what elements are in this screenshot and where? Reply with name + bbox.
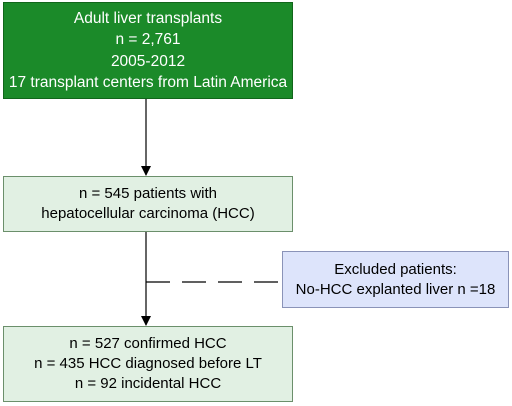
final-cohort-box: n = 527 confirmed HCC n = 435 HCC diagno…: [3, 326, 293, 402]
enrollment-period: 2005-2012: [110, 52, 186, 70]
final-incidental: n = 92 incidental HCC: [74, 374, 222, 392]
hcc-patients-box: n = 545 patients with hepatocellular car…: [3, 176, 293, 232]
enrollment-title: Adult liver transplants: [73, 9, 223, 27]
final-confirmed: n = 527 confirmed HCC: [69, 335, 227, 353]
hcc-patients-line-1: n = 545 patients with: [78, 185, 217, 203]
hcc-patients-line-2: hepatocellular carcinoma (HCC): [41, 205, 255, 222]
final-diagnosed-before-lt: n = 435 HCC diagnosed before LT: [34, 355, 262, 373]
excluded-title: Excluded patients:: [334, 260, 457, 278]
excluded-patients-box: Excluded patients: No-HCC explanted live…: [282, 251, 509, 308]
enrollment-count: n = 2,761: [115, 31, 181, 49]
enrollment-centers: 17 transplant centers from Latin America: [8, 73, 288, 91]
enrollment-box: Adult liver transplants n = 2,761 2005-2…: [3, 2, 293, 99]
excluded-count: No-HCC explanted liver n =18: [295, 280, 496, 298]
